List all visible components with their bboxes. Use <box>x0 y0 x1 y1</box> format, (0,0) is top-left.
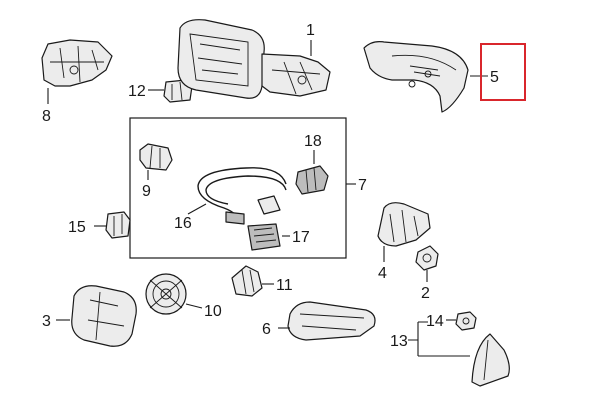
part-9-cap[interactable] <box>139 143 173 171</box>
callout-13[interactable]: 13 <box>390 333 408 350</box>
part-1-mirror-housing[interactable] <box>177 19 331 99</box>
callout-7[interactable]: 7 <box>358 177 367 194</box>
callout-18[interactable]: 18 <box>304 133 322 150</box>
part-2-bulb-socket[interactable] <box>415 245 439 271</box>
part-4-turn-signal-lamp[interactable] <box>377 202 431 247</box>
leader-16 <box>187 203 207 215</box>
callout-1[interactable]: 1 <box>306 22 315 39</box>
kit-box-7 <box>129 117 347 259</box>
callout-9[interactable]: 9 <box>142 183 151 200</box>
callout-17[interactable]: 17 <box>292 229 310 246</box>
callout-16[interactable]: 16 <box>174 215 192 232</box>
callout-3[interactable]: 3 <box>42 313 51 330</box>
callout-14[interactable]: 14 <box>426 313 444 330</box>
leader-13 <box>408 321 470 357</box>
part-3-mirror-glass[interactable] <box>71 285 137 347</box>
callout-5[interactable]: 5 <box>490 69 499 86</box>
part-15-switch[interactable] <box>105 211 131 239</box>
part-14-screw[interactable] <box>455 311 477 331</box>
part-16-wiring-harness[interactable] <box>197 167 287 225</box>
leader-10 <box>185 303 203 309</box>
callout-12[interactable]: 12 <box>128 83 146 100</box>
part-11-bracket[interactable] <box>231 265 263 297</box>
callout-8[interactable]: 8 <box>42 108 51 125</box>
part-6-lower-trim[interactable] <box>287 301 376 341</box>
part-5-mirror-cover[interactable] <box>363 41 469 113</box>
callout-4[interactable]: 4 <box>378 265 387 282</box>
callout-15[interactable]: 15 <box>68 219 86 236</box>
highlight-box-5 <box>480 43 526 101</box>
part-10-mirror-motor[interactable] <box>145 273 187 315</box>
part-13-base-cover[interactable] <box>471 333 510 387</box>
callout-6[interactable]: 6 <box>262 321 271 338</box>
part-18-plug[interactable] <box>295 165 329 195</box>
callout-10[interactable]: 10 <box>204 303 222 320</box>
callout-2[interactable]: 2 <box>421 285 430 302</box>
part-17-control-module[interactable] <box>247 223 281 251</box>
callout-11[interactable]: 11 <box>276 277 293 294</box>
part-8-mount-bracket[interactable] <box>41 39 113 87</box>
